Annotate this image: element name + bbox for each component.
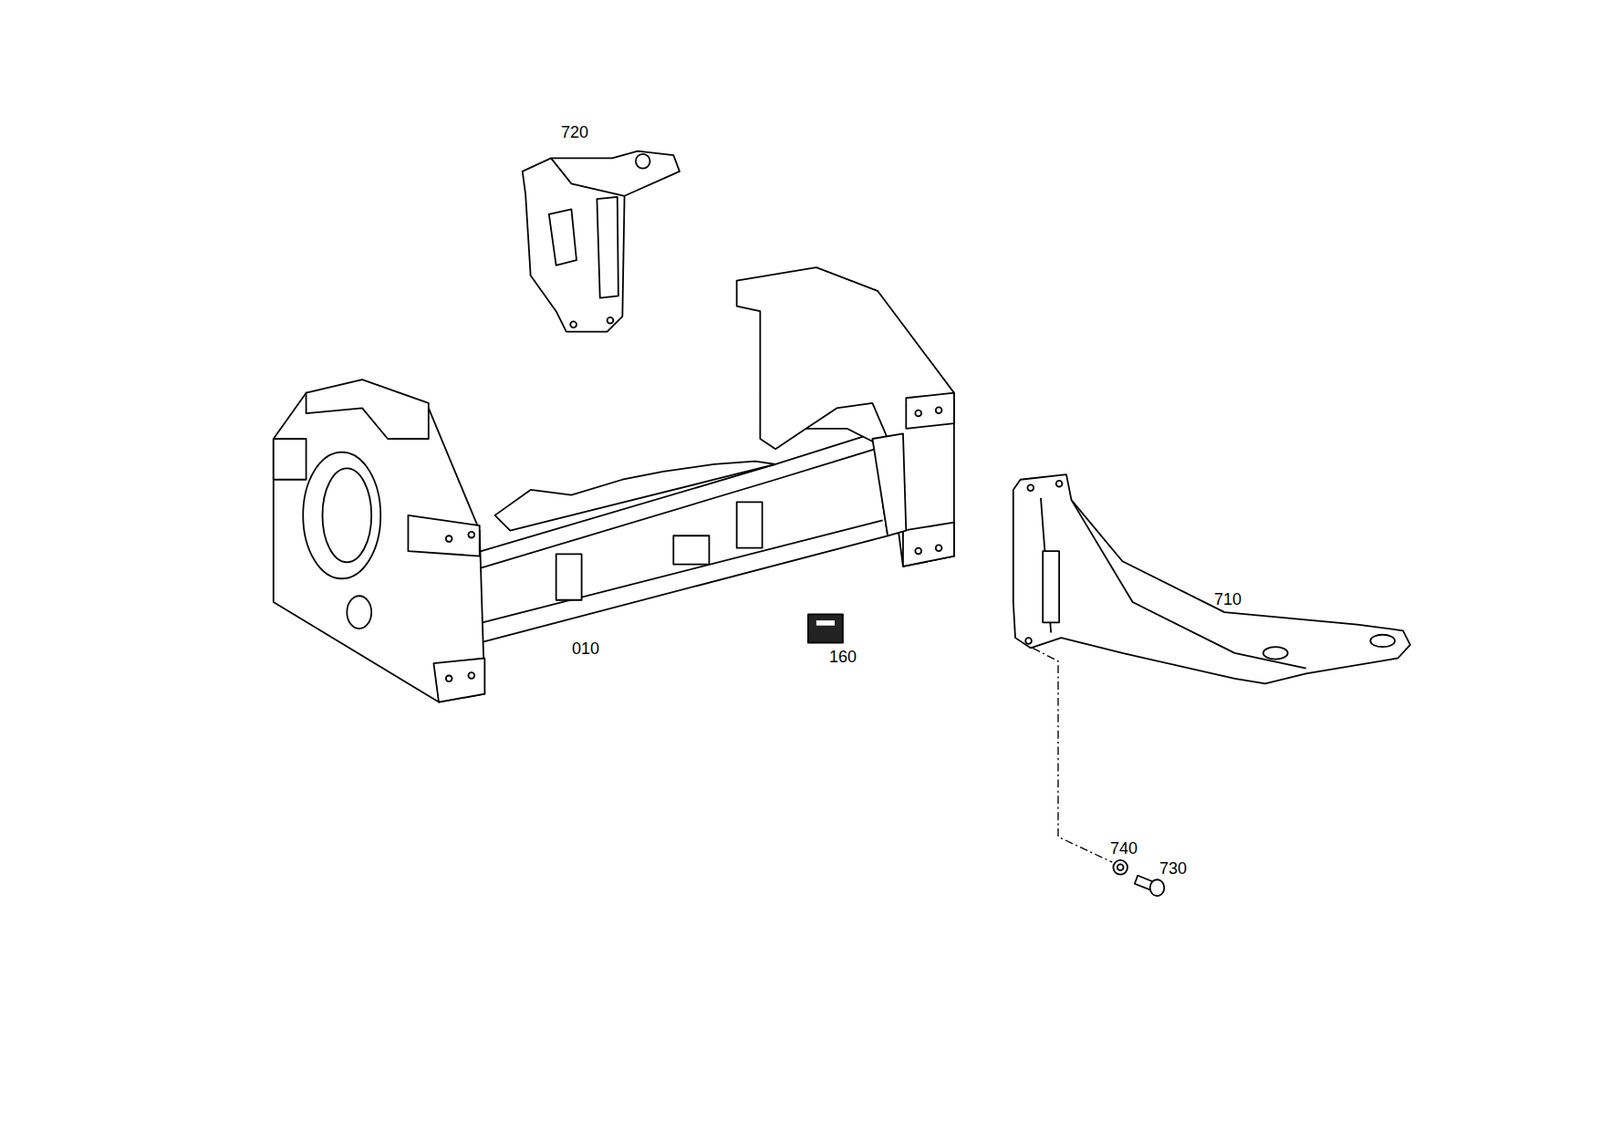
- callout-number: 720: [561, 124, 589, 141]
- callout-number: 730: [1159, 860, 1187, 877]
- callout-number: 010: [571, 640, 600, 657]
- washer: [1112, 860, 1128, 875]
- callout-number: 710: [1214, 591, 1242, 608]
- bolt: [1134, 875, 1164, 896]
- callout-number: 160: [829, 648, 857, 665]
- bracket-lower: [1013, 474, 1411, 684]
- assembly-line: [1032, 647, 1112, 863]
- callout-number: 740: [1110, 840, 1138, 857]
- type-plate: [808, 613, 843, 643]
- axle-housing: [273, 267, 955, 703]
- bracket-upper: [522, 151, 680, 333]
